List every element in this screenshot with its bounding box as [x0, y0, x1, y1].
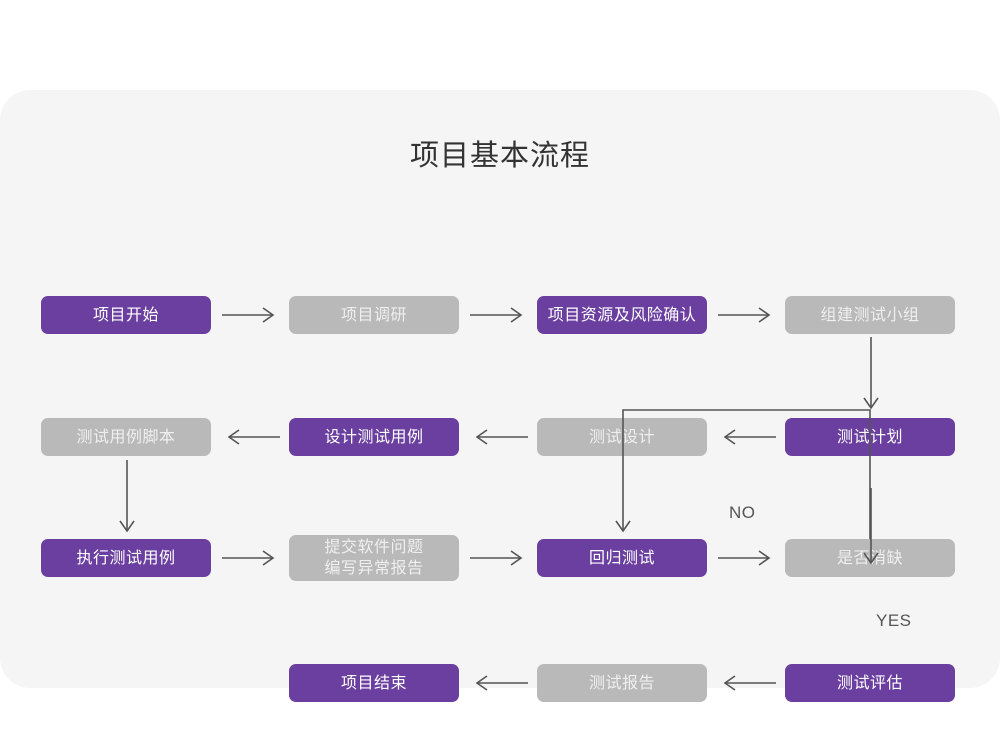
node-label: 提交软件问题 编写异常报告: [324, 539, 424, 577]
node-label: 项目结束: [340, 674, 407, 692]
arrow-execute-to-submit: [222, 547, 280, 569]
node-label: 测试报告: [588, 674, 655, 692]
page-title: 项目基本流程: [409, 140, 590, 172]
node-label: 是否消缺: [836, 549, 903, 567]
edge-label-yes: YES: [876, 611, 912, 630]
node-label: 测试用例脚本: [76, 428, 176, 446]
arrow-design-to-case: [470, 426, 528, 448]
node-design-test-case[interactable]: 设计测试用例: [289, 418, 459, 456]
node-build-test-team[interactable]: 组建测试小组: [785, 296, 955, 334]
node-label: 测试设计: [588, 428, 655, 446]
node-label: 设计测试用例: [324, 428, 424, 446]
arrow-evaluation-to-report: [718, 672, 776, 694]
node-label: 项目资源及风险确认: [547, 306, 697, 324]
node-project-research[interactable]: 项目调研: [289, 296, 459, 334]
arrow-plan-to-design: [718, 426, 776, 448]
node-project-start[interactable]: 项目开始: [41, 296, 211, 334]
node-test-plan[interactable]: 测试计划: [785, 418, 955, 456]
arrow-submit-to-regression: [470, 547, 528, 569]
node-test-report[interactable]: 测试报告: [537, 664, 707, 702]
flowchart-card: 项目基本流程 项目开始 项目调研 项目资源及风险确认 组建测试小组 测试用例脚本…: [0, 90, 1000, 702]
arrow-team-to-plan: [862, 337, 880, 415]
node-label: 项目调研: [340, 306, 407, 324]
arrow-start-to-research: [222, 304, 280, 326]
node-test-evaluation[interactable]: 测试评估: [785, 664, 955, 702]
edge-label-no: NO: [729, 503, 756, 522]
arrow-research-to-resource: [470, 304, 528, 326]
arrow-case-to-script: [222, 426, 280, 448]
node-submit-issue-report[interactable]: 提交软件问题 编写异常报告: [289, 535, 459, 581]
node-resource-risk-confirm[interactable]: 项目资源及风险确认: [537, 296, 707, 334]
node-regression-test[interactable]: 回归测试: [537, 539, 707, 577]
node-label: 回归测试: [588, 549, 655, 567]
node-project-end[interactable]: 项目结束: [289, 664, 459, 702]
node-label: 执行测试用例: [76, 549, 176, 567]
node-execute-test-case[interactable]: 执行测试用例: [41, 539, 211, 577]
arrow-report-to-end: [470, 672, 528, 694]
node-test-design[interactable]: 测试设计: [537, 418, 707, 456]
node-label: 组建测试小组: [820, 306, 920, 324]
arrow-script-to-execute: [118, 460, 136, 538]
arrow-regression-to-decision: [718, 547, 776, 569]
node-label: 测试计划: [836, 428, 903, 446]
arrow-resource-to-team: [718, 304, 776, 326]
node-label: 项目开始: [92, 306, 159, 324]
node-label: 测试评估: [836, 674, 903, 692]
node-test-case-script[interactable]: 测试用例脚本: [41, 418, 211, 456]
node-defect-cleared[interactable]: 是否消缺: [785, 539, 955, 577]
